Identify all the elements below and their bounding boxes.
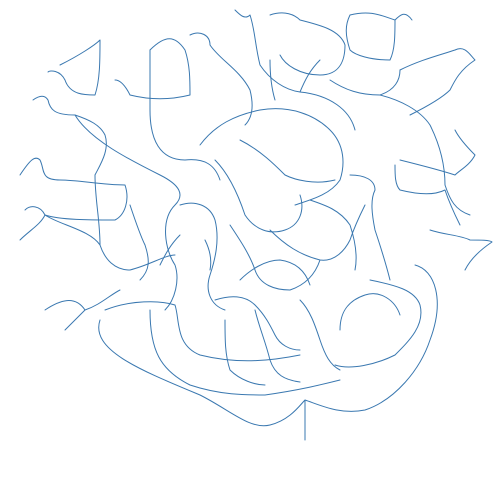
scribble-path: [98, 264, 438, 441]
scribble-path: [399, 48, 476, 116]
scribble-path: [394, 164, 461, 226]
scribble-path: [269, 59, 321, 101]
scribble-path: [179, 202, 226, 311]
scribble-path: [399, 129, 476, 176]
scribble-path: [239, 259, 311, 286]
scribble-path: [189, 32, 253, 126]
scribble-path: [214, 159, 303, 233]
scribble-path: [239, 139, 336, 183]
scribble-path: [74, 114, 181, 311]
scribble-path: [159, 234, 212, 271]
scribble-path: [345, 12, 396, 61]
scribble-path: [379, 94, 471, 216]
scribble-path: [129, 204, 149, 281]
scribble-path: [149, 49, 221, 181]
scribble-path: [199, 108, 344, 206]
scribble-path: [254, 309, 301, 383]
scribble-path: [429, 229, 493, 271]
scribble-curves: [19, 9, 493, 441]
scribble-path: [234, 9, 356, 131]
scribble-path: [329, 69, 401, 96]
scribble-path: [149, 309, 341, 396]
scribble-path: [224, 319, 266, 386]
scribble-path: [299, 299, 341, 371]
scribble-path: [269, 12, 346, 76]
scribble-path: [47, 39, 101, 96]
scribble-path: [309, 199, 357, 271]
scribble-path: [19, 206, 101, 246]
scribble-path: [229, 224, 321, 291]
scribble-path: [114, 38, 191, 100]
scribble-path: [349, 174, 391, 281]
scribble-path: [394, 13, 413, 21]
scribble-path: [44, 289, 121, 331]
scribble-path: [94, 174, 176, 271]
scribble-path: [269, 204, 366, 261]
scribble-path: [339, 293, 401, 331]
scribble-path: [334, 279, 422, 368]
scribble-path: [104, 301, 301, 362]
scribble-path: [214, 296, 301, 351]
scribble-path: [19, 157, 128, 221]
